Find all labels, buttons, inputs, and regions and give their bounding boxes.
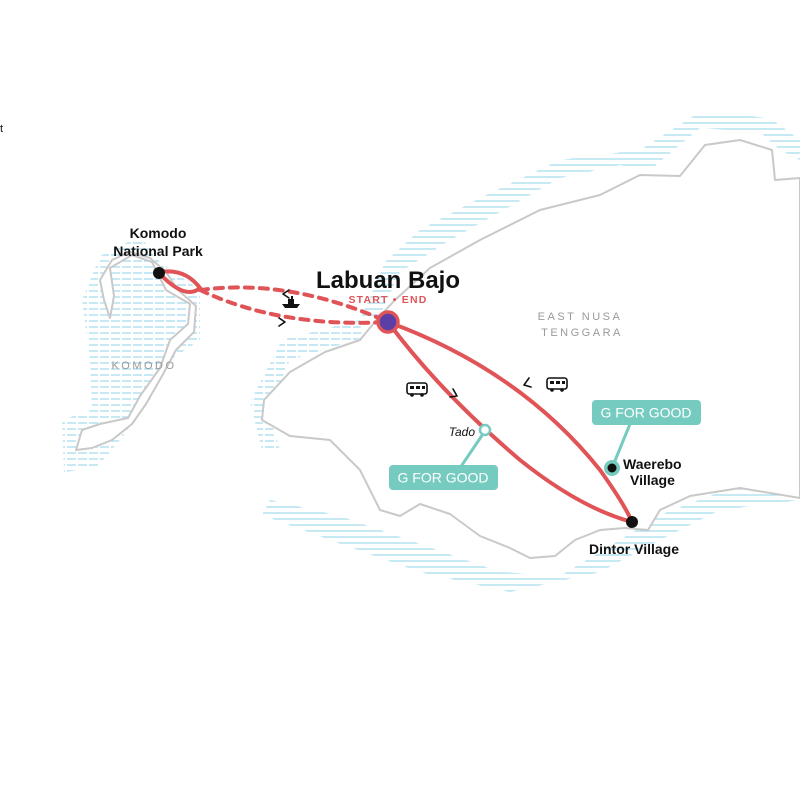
coastlines [75, 139, 800, 559]
bus-icon [406, 382, 428, 397]
water-band-flores-west [250, 320, 362, 450]
badge-waerebo: G FOR GOOD [592, 400, 701, 476]
route-road-south [386, 320, 634, 524]
place-komodo-line2: National Park [113, 243, 203, 259]
route-boat-north [198, 285, 390, 324]
direction-arrows [278, 289, 532, 398]
boat-icon [282, 296, 300, 308]
stop-tado [478, 423, 492, 437]
stop-komodo [153, 267, 165, 279]
region-komodo: KOMODO [111, 360, 176, 372]
arrow-icon [282, 289, 290, 299]
badge-label: G FOR GOOD [398, 470, 489, 486]
badge-tado: G FOR GOOD [389, 423, 498, 490]
bus-icon [546, 377, 568, 392]
water-hatching [62, 112, 800, 592]
origin-sub: START • END [348, 294, 427, 306]
arrow-icon [449, 388, 458, 398]
stop-dintor [626, 516, 638, 528]
water-band-komodo [62, 236, 200, 472]
routes [158, 269, 634, 524]
komodo-island [75, 251, 197, 451]
region-east-nusa-line1: EAST NUSA [538, 311, 623, 323]
place-komodo-line1: Komodo [130, 225, 187, 241]
place-waerebo-line2: Village [630, 472, 675, 488]
place-waerebo-line1: Waerebo [623, 456, 682, 472]
stop-waerebo [607, 463, 617, 473]
place-dintor: Dintor Village [589, 541, 679, 557]
route-road-north [386, 320, 634, 524]
arrow-icon [278, 317, 286, 327]
region-east-nusa-line2: TENGGARA [541, 327, 623, 339]
origin-name: Labuan Bajo [316, 267, 460, 294]
edge-fragment: t [0, 123, 3, 135]
flores-island [261, 139, 800, 559]
route-boat-south [198, 288, 390, 325]
badge-label: G FOR GOOD [601, 405, 692, 421]
place-tado: Tado [449, 425, 476, 439]
water-band-flores-north [360, 112, 800, 320]
stop-labuan-bajo [376, 310, 400, 334]
arrow-icon [523, 377, 532, 388]
water-band-flores-south [262, 470, 800, 592]
